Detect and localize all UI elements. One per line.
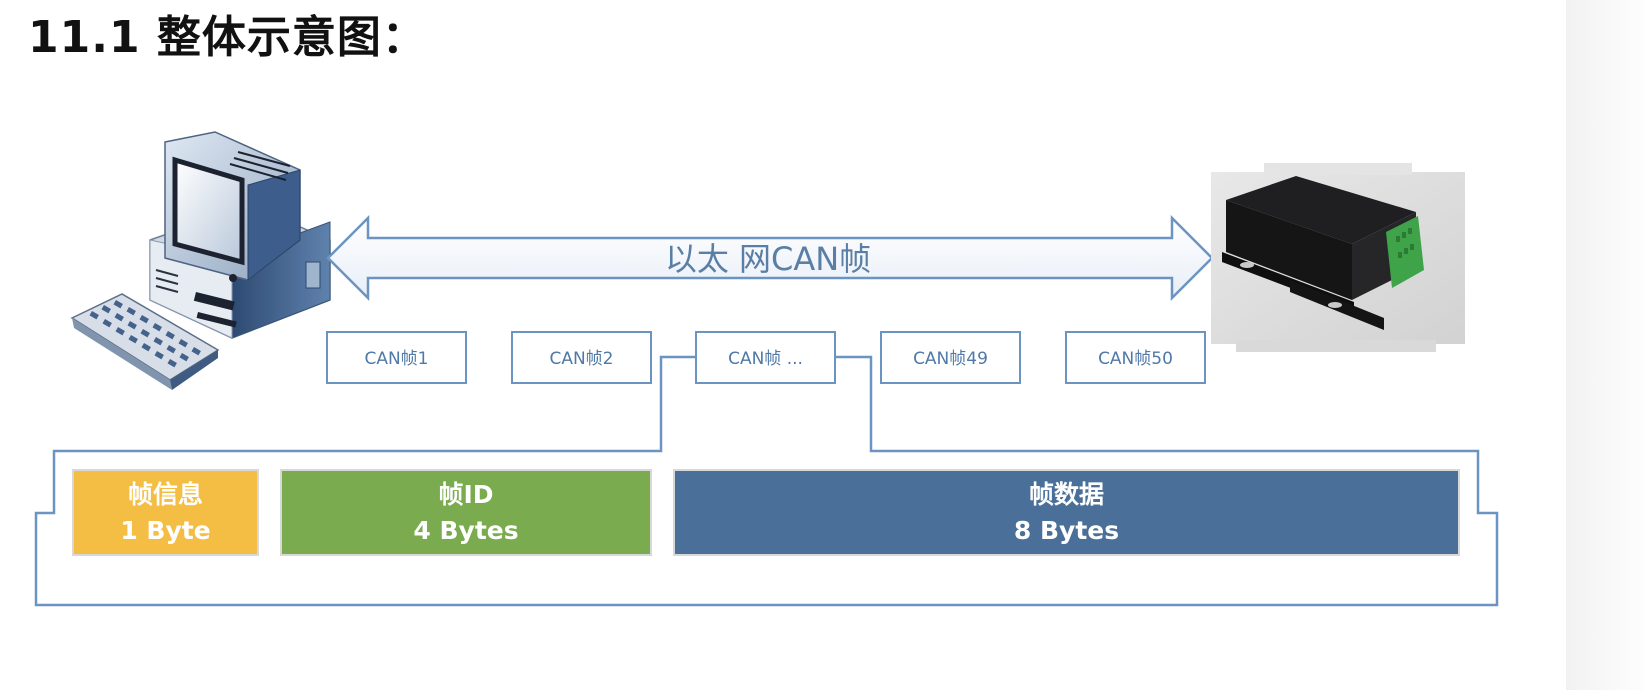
- segment-frame-id-size: 4 Bytes: [413, 516, 518, 545]
- ethernet-can-frame-arrow: 以太 网CAN帧: [326, 214, 1214, 302]
- segment-frame-id: 帧ID 4 Bytes: [280, 469, 652, 556]
- can-frame-ellipsis-label: CAN帧 ...: [728, 349, 803, 369]
- can-ethernet-converter-device-image: [1211, 163, 1465, 352]
- segment-frame-info: 帧信息 1 Byte: [72, 469, 259, 556]
- connector-lines: [34, 355, 1499, 607]
- page-title: 11.1 整体示意图：: [28, 12, 427, 63]
- can-frame-1-label: CAN帧1: [364, 349, 428, 369]
- segment-frame-data-size: 8 Bytes: [1014, 516, 1119, 545]
- can-frame-1: CAN帧1: [326, 331, 467, 384]
- segment-frame-info-name: 帧信息: [128, 480, 203, 509]
- can-frame-50-label: CAN帧50: [1098, 349, 1173, 369]
- segment-frame-info-size: 1 Byte: [120, 516, 210, 545]
- arrow-label: 以太 网CAN帧: [665, 240, 871, 278]
- can-frame-ellipsis: CAN帧 ...: [695, 331, 836, 384]
- page-edge-shadow: [1566, 0, 1644, 690]
- can-frame-49-label: CAN帧49: [913, 349, 988, 369]
- can-frame-2: CAN帧2: [511, 331, 652, 384]
- segment-frame-data: 帧数据 8 Bytes: [673, 469, 1460, 556]
- desktop-computer-icon: [70, 131, 331, 390]
- can-frame-49: CAN帧49: [880, 331, 1021, 384]
- segment-frame-data-name: 帧数据: [1029, 480, 1104, 509]
- segment-frame-id-name: 帧ID: [438, 480, 493, 509]
- can-frame-2-label: CAN帧2: [549, 349, 613, 369]
- can-frame-row: CAN帧1 CAN帧2 CAN帧 ... CAN帧49 CAN帧50: [326, 331, 1206, 384]
- frame-segments: 帧信息 1 Byte 帧ID 4 Bytes 帧数据 8 Bytes: [72, 469, 1460, 556]
- can-frame-50: CAN帧50: [1065, 331, 1206, 384]
